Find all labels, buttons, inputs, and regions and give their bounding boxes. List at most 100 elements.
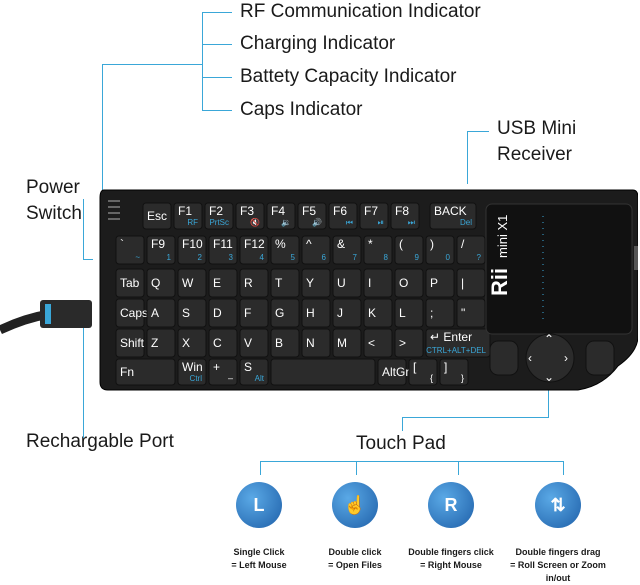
key-f4[interactable] bbox=[266, 202, 296, 230]
key-num-11[interactable] bbox=[456, 235, 486, 265]
right-mouse-button[interactable] bbox=[585, 340, 615, 376]
touch-pad[interactable] bbox=[485, 203, 633, 335]
key-back[interactable] bbox=[429, 202, 477, 230]
key-a-row-5[interactable] bbox=[270, 298, 300, 328]
key-f1[interactable] bbox=[173, 202, 203, 230]
key-a-row-4[interactable] bbox=[239, 298, 269, 328]
key-num-1-sublabel: 1 bbox=[167, 253, 172, 262]
key-alt-sublabel: Alt bbox=[255, 374, 265, 383]
key-a-row-8[interactable] bbox=[363, 298, 393, 328]
key-num-10[interactable] bbox=[425, 235, 455, 265]
key-num-5[interactable] bbox=[270, 235, 300, 265]
key-f5-label: F5 bbox=[302, 204, 316, 218]
gesture-caption: Double fingers click= Right Mouse bbox=[396, 546, 506, 572]
key-f2[interactable] bbox=[204, 202, 234, 230]
key-brace-right-sublabel: } bbox=[461, 373, 464, 383]
key-esc[interactable] bbox=[142, 202, 172, 230]
key-q-row-1[interactable] bbox=[146, 268, 176, 298]
key-num-6-label: ^ bbox=[306, 237, 312, 251]
key-num-6[interactable] bbox=[301, 235, 331, 265]
key-a-row-2[interactable] bbox=[177, 298, 207, 328]
key-q-row-4[interactable] bbox=[239, 268, 269, 298]
key-alt[interactable] bbox=[239, 358, 269, 386]
key-fn-label: Fn bbox=[120, 365, 134, 379]
key-esc-label: Esc bbox=[147, 209, 167, 223]
key-z-row-8[interactable] bbox=[363, 328, 393, 358]
key-q-row-10[interactable] bbox=[425, 268, 455, 298]
key-a-row-10[interactable] bbox=[425, 298, 455, 328]
key-q-row-9[interactable] bbox=[394, 268, 424, 298]
key-num-10-label: ) bbox=[430, 237, 434, 251]
key-num-3[interactable] bbox=[208, 235, 238, 265]
key-a-row-6[interactable] bbox=[301, 298, 331, 328]
key-enter[interactable] bbox=[425, 328, 491, 358]
key-num-9[interactable] bbox=[394, 235, 424, 265]
key-a-row-11[interactable] bbox=[456, 298, 486, 328]
key-q-row-6-label: Y bbox=[306, 276, 314, 290]
key-num-0[interactable] bbox=[115, 235, 145, 265]
key-num-1[interactable] bbox=[146, 235, 176, 265]
key-enter-sublabel: CTRL+ALT+DEL bbox=[426, 346, 486, 355]
key-q-row-5[interactable] bbox=[270, 268, 300, 298]
key-q-row-5-label: T bbox=[275, 276, 283, 290]
key-f4-label: F4 bbox=[271, 204, 285, 218]
gesture-caption-line1: Single Click bbox=[233, 547, 285, 557]
key-f3[interactable] bbox=[235, 202, 265, 230]
key-f5[interactable] bbox=[297, 202, 327, 230]
key-space[interactable] bbox=[270, 358, 376, 386]
key-f6[interactable] bbox=[328, 202, 358, 230]
key-z-row-5[interactable] bbox=[270, 328, 300, 358]
key-z-row-8-label: < bbox=[368, 336, 375, 350]
key-z-row-6[interactable] bbox=[301, 328, 331, 358]
key-a-row-7[interactable] bbox=[332, 298, 362, 328]
key-z-row-4[interactable] bbox=[239, 328, 269, 358]
key-a-row-3[interactable] bbox=[208, 298, 238, 328]
usb-label-line2: Receiver bbox=[497, 144, 572, 165]
key-q-row-6[interactable] bbox=[301, 268, 331, 298]
key-a-row-4-label: F bbox=[244, 306, 251, 320]
direction-pad[interactable] bbox=[525, 333, 575, 383]
gesture-caption: Single Click= Left Mouse bbox=[204, 546, 314, 572]
battery-indicator-label: Battety Capacity Indicator bbox=[240, 66, 457, 87]
key-z-row-3[interactable] bbox=[208, 328, 238, 358]
left-mouse-button[interactable] bbox=[489, 340, 519, 376]
key-a-row-1[interactable] bbox=[146, 298, 176, 328]
key-z-row-7[interactable] bbox=[332, 328, 362, 358]
key-f7-label: F7 bbox=[364, 204, 378, 218]
key-f7[interactable] bbox=[359, 202, 389, 230]
key-num-8[interactable] bbox=[363, 235, 393, 265]
key-q-row-4-label: R bbox=[244, 276, 253, 290]
key-a-row-3-label: D bbox=[213, 306, 222, 320]
key-num-4[interactable] bbox=[239, 235, 269, 265]
key-z-row-2[interactable] bbox=[177, 328, 207, 358]
key-q-row-11[interactable] bbox=[456, 268, 486, 298]
key-ctrl[interactable] bbox=[177, 358, 207, 386]
double-tap-icon: ☝ bbox=[332, 482, 378, 528]
key-f8[interactable] bbox=[390, 202, 420, 230]
key-fn[interactable] bbox=[115, 358, 176, 386]
key-z-row-1[interactable] bbox=[146, 328, 176, 358]
svg-text:‹: ‹ bbox=[528, 351, 532, 365]
charging-indicator-label: Charging Indicator bbox=[240, 33, 396, 54]
key-f2-label: F2 bbox=[209, 204, 223, 218]
key-caps[interactable] bbox=[115, 298, 145, 328]
key-z-row-6-label: N bbox=[306, 336, 315, 350]
key-brace-right[interactable] bbox=[439, 358, 469, 386]
key-a-row-9[interactable] bbox=[394, 298, 424, 328]
key-q-row-7[interactable] bbox=[332, 268, 362, 298]
key-num-2-sublabel: 2 bbox=[198, 253, 203, 262]
key-tab-label: Tab bbox=[120, 276, 140, 290]
key-z-row-9[interactable] bbox=[394, 328, 424, 358]
key-tab[interactable] bbox=[115, 268, 145, 298]
key-q-row-8[interactable] bbox=[363, 268, 393, 298]
key-altgr[interactable] bbox=[377, 358, 407, 386]
key-num-2[interactable] bbox=[177, 235, 207, 265]
key-z-row-1-label: Z bbox=[151, 336, 158, 350]
key-q-row-3[interactable] bbox=[208, 268, 238, 298]
key-brace-left[interactable] bbox=[408, 358, 438, 386]
key-minus-plus[interactable] bbox=[208, 358, 238, 386]
key-q-row-2[interactable] bbox=[177, 268, 207, 298]
key-num-7[interactable] bbox=[332, 235, 362, 265]
key-shift[interactable] bbox=[115, 328, 145, 358]
